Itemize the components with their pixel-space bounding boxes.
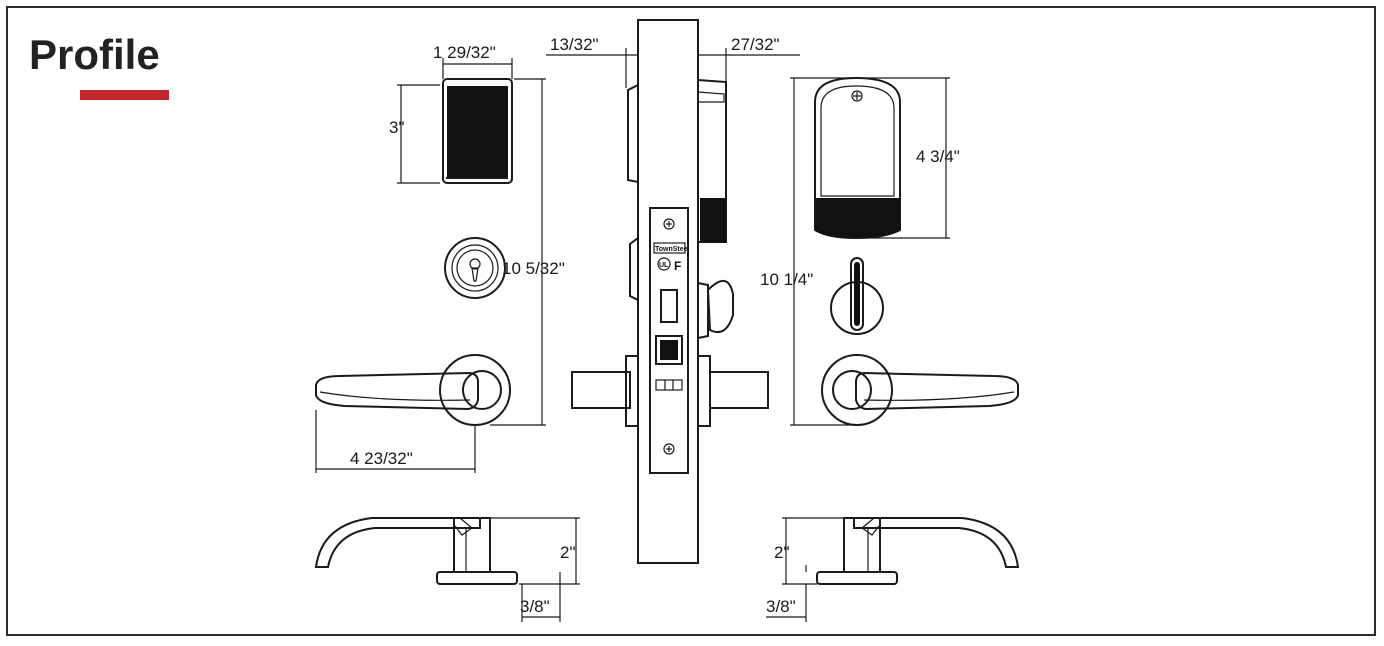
lever-length-dimension: 4 23/32" (315, 410, 476, 473)
keypad-width-label: 1 29/32" (433, 43, 496, 62)
fire-rating-text: F (674, 259, 681, 273)
brand-logo: TownSteel UL F (653, 242, 690, 273)
ul-mark-text: UL (659, 262, 669, 269)
title-underline (80, 90, 169, 100)
keypad-width-dimension: 1 29/32" (433, 43, 513, 79)
keypad-module (442, 78, 513, 184)
key-cylinder (444, 237, 506, 299)
left-rose-thickness-label: 3/8" (520, 597, 550, 616)
left-lever (315, 354, 511, 426)
right-projection-dimension: 2" 3/8" (766, 517, 844, 622)
brand-logo-text: TownSteel (655, 246, 690, 253)
card-reader-module (814, 76, 901, 240)
backset-left-dimension: 13/32" (546, 35, 638, 88)
keypad-height-label: 3" (389, 118, 405, 137)
left-projection-dimension: 2" 3/8" (490, 517, 580, 622)
reader-height-dimension: 4 3/4" (858, 77, 960, 239)
right-lever-side-view (816, 517, 1020, 585)
mortise-side-view (571, 19, 769, 564)
thumbturn (830, 257, 884, 335)
lever-length-label: 4 23/32" (350, 449, 413, 468)
backset-left-label: 13/32" (550, 35, 599, 54)
left-trim-height-label: 10 5/32" (502, 259, 565, 278)
left-lever-side-view (314, 517, 518, 585)
keypad-height-dimension: 3" (389, 84, 440, 184)
right-trim-height-dimension: 10 1/4" (760, 77, 855, 426)
left-projection-label: 2" (560, 543, 576, 562)
right-lever (821, 354, 1019, 426)
drawing-frame (6, 6, 1376, 636)
backset-right-dimension: 27/32" (698, 35, 800, 82)
reader-height-label: 4 3/4" (916, 147, 960, 166)
right-rose-thickness-label: 3/8" (766, 597, 796, 616)
right-trim-height-label: 10 1/4" (760, 270, 813, 289)
left-trim-height-dimension: 10 5/32" (490, 78, 565, 426)
right-projection-label: 2" (774, 543, 790, 562)
page-title: Profile (29, 31, 160, 78)
backset-right-label: 27/32" (731, 35, 780, 54)
